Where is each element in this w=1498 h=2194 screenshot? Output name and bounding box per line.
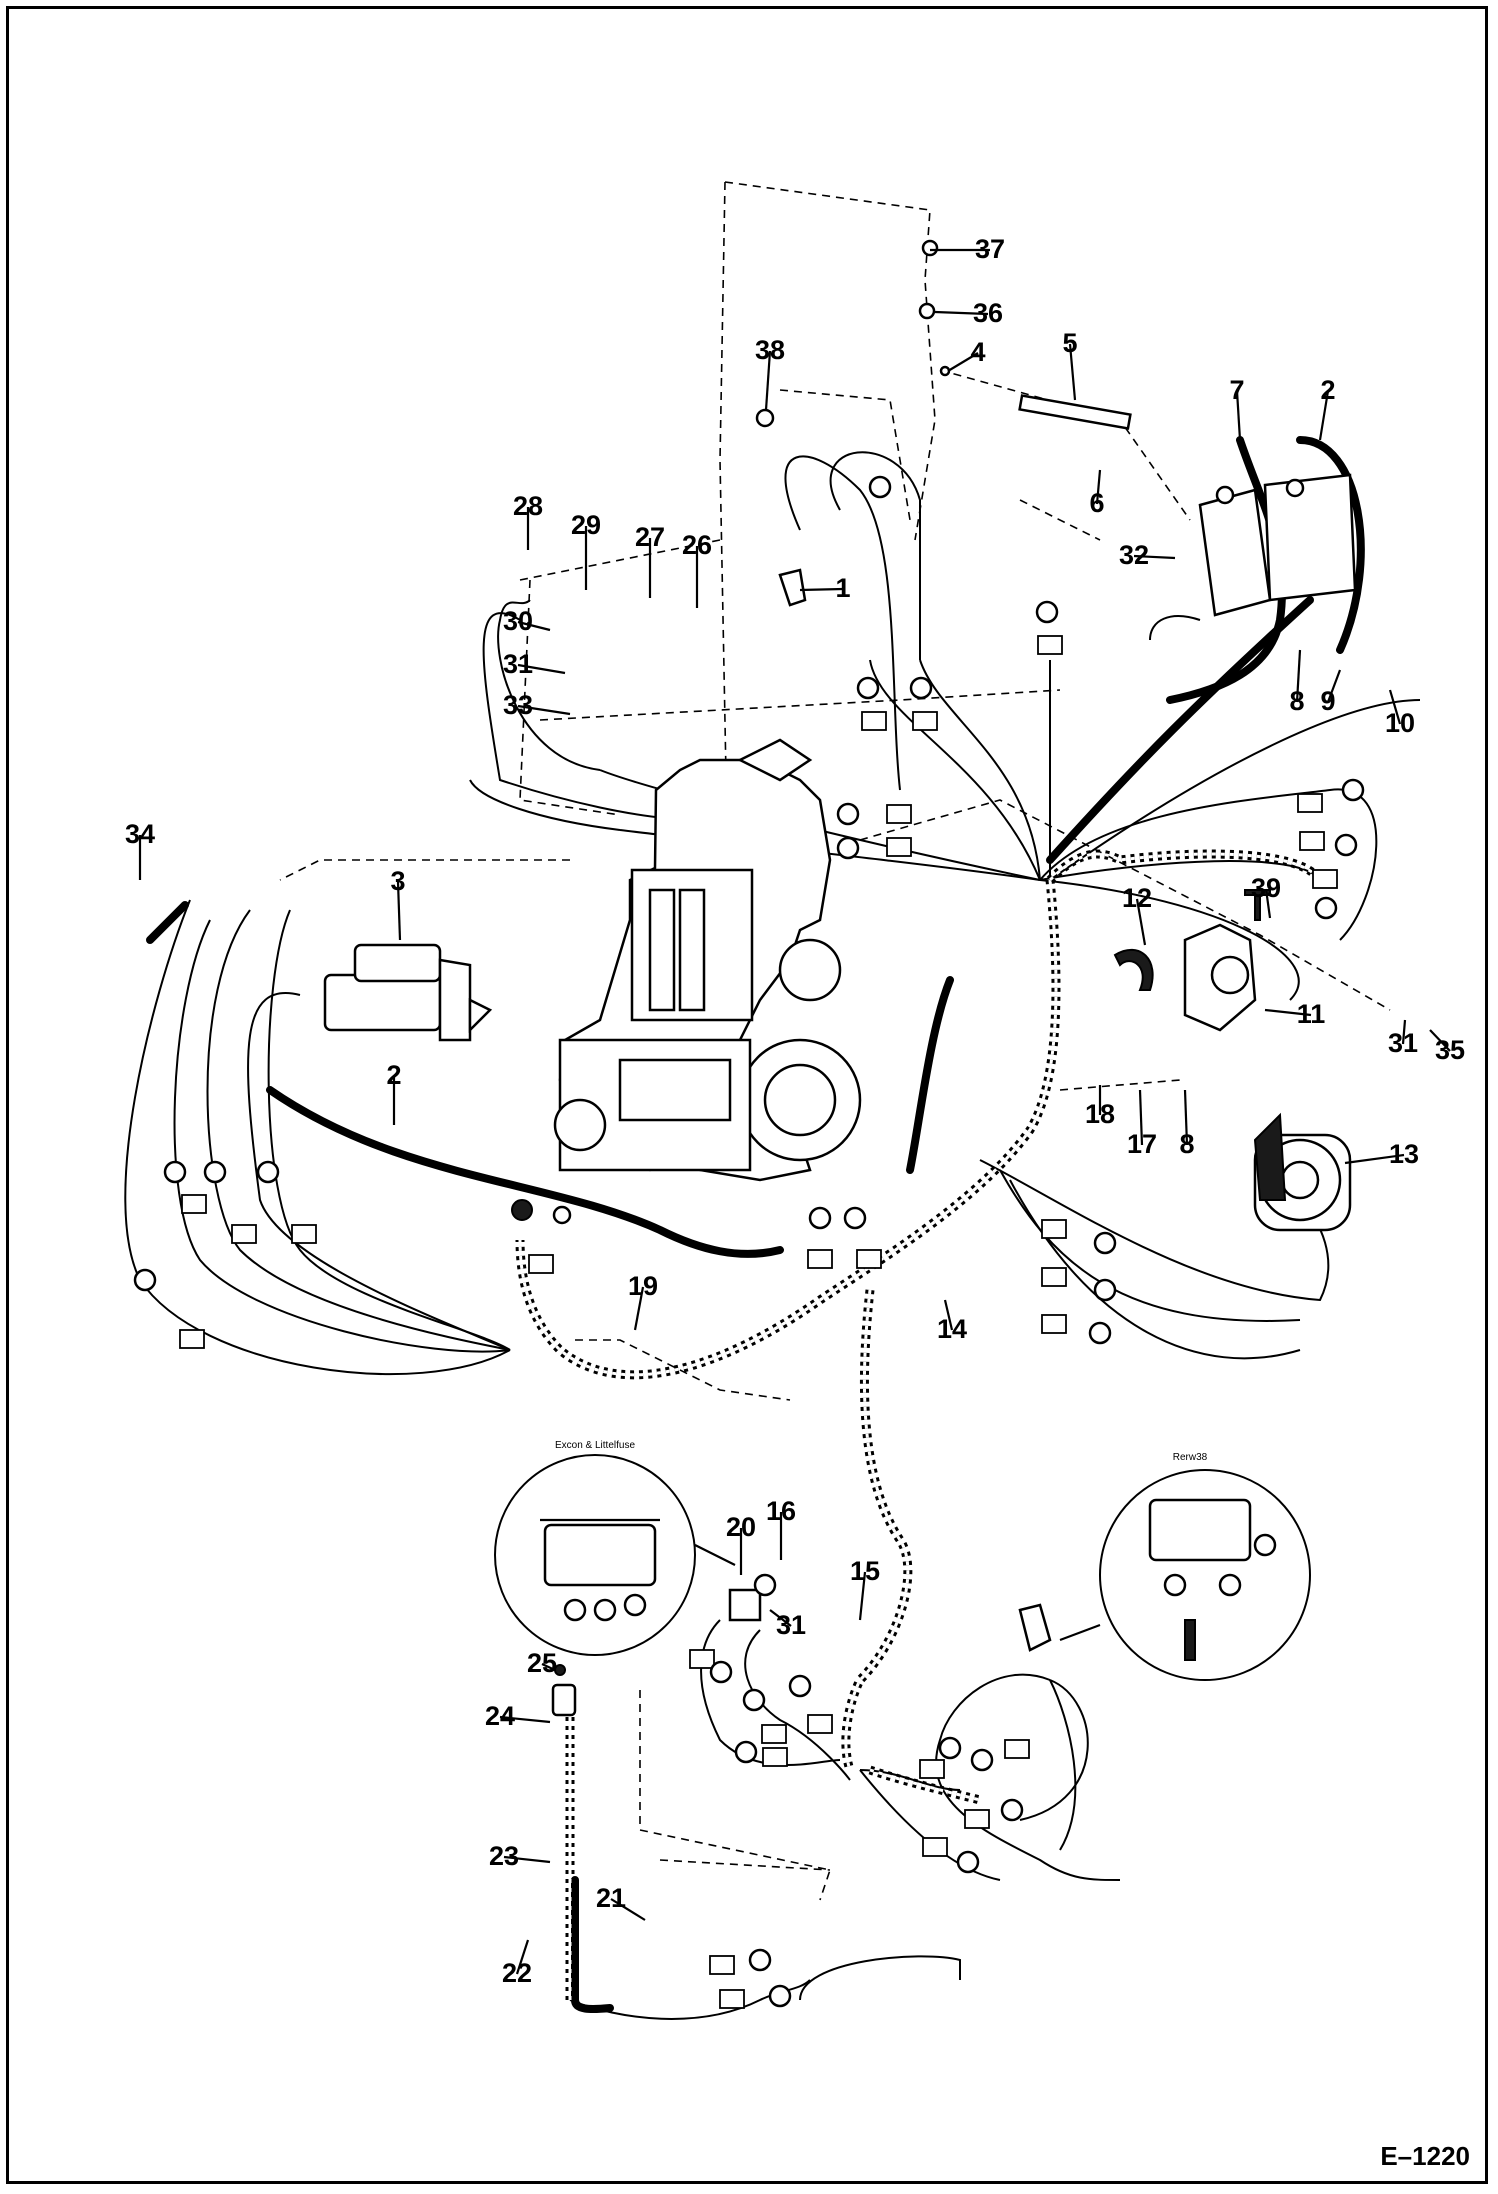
callout-15: 15 [850, 1556, 880, 1586]
harnesses [515, 849, 1324, 2000]
callout-11: 11 [1297, 999, 1326, 1029]
callout-leader [610, 1898, 646, 1921]
callout-leader [633, 1286, 645, 1331]
callout-26: 26 [682, 530, 712, 560]
callout-leader [1295, 649, 1302, 703]
dashed-routing-lines [279, 181, 1391, 1901]
callout-16: 16 [766, 1496, 796, 1526]
callout-30: 30 [503, 606, 533, 636]
inset-right-title: Rerw38 [1173, 1452, 1208, 1463]
inset-right: Rerw38 [1059, 1452, 1311, 1681]
callout-2: 2 [1320, 375, 1335, 405]
callout-leader [1135, 898, 1147, 946]
callout-leader [1429, 1029, 1451, 1052]
starter-motor [323, 943, 493, 1042]
figure-id: E–1220 [1380, 2141, 1470, 2171]
callout-1: 1 [835, 573, 850, 603]
callout-leader [517, 620, 551, 632]
callout-24: 24 [485, 1701, 515, 1731]
callout-leader [1133, 554, 1176, 560]
callout-29: 29 [571, 510, 601, 540]
callout-leader [799, 587, 844, 592]
callout-27: 27 [635, 522, 665, 552]
callout-38: 38 [755, 335, 785, 365]
callout-20: 20 [726, 1512, 756, 1542]
callout-34: 34 [125, 819, 155, 849]
callout-25: 25 [527, 1648, 557, 1678]
callout-leader [769, 1609, 792, 1627]
callout-12: 12 [1122, 883, 1152, 913]
callout-leader [1264, 1008, 1312, 1017]
fuel-solenoid [1113, 889, 1271, 1032]
alternator [1253, 1112, 1352, 1232]
callout-leader [396, 881, 402, 941]
callout-leader [541, 1663, 556, 1671]
callout-leader [1183, 1089, 1189, 1146]
callout-leader [947, 352, 979, 372]
inset-left-title: Excon & Littelfuse [555, 1440, 635, 1451]
small-parts [511, 239, 1132, 1717]
wire-labels [133, 475, 1365, 2009]
callout-33: 33 [503, 690, 533, 720]
callout-9: 9 [1320, 686, 1335, 716]
callout-leader [858, 1571, 867, 1621]
callout-leader [1068, 343, 1077, 401]
callout-22: 22 [502, 1958, 532, 1988]
callout-leader [1138, 1089, 1144, 1146]
callout-4: 4 [970, 337, 985, 367]
callout-leader [1235, 390, 1242, 441]
callout-leader [499, 1715, 551, 1724]
callout-19: 19 [628, 1271, 658, 1301]
callout-leader [1344, 1153, 1405, 1165]
callout-leader [1401, 1019, 1407, 1045]
callout-37: 37 [975, 234, 1005, 264]
callout-31: 31 [776, 1610, 806, 1640]
wires [124, 451, 1421, 2020]
battery [1198, 473, 1357, 617]
heavy-cables [146, 436, 1365, 2013]
callout-6: 6 [1089, 488, 1104, 518]
callout-leader [517, 704, 571, 716]
callout-17: 17 [1127, 1129, 1157, 1159]
callout-23: 23 [489, 1841, 519, 1871]
callout-leader [943, 1299, 954, 1331]
callout-32: 32 [1119, 540, 1149, 570]
callout-28: 28 [513, 491, 543, 521]
callout-18: 18 [1085, 1099, 1115, 1129]
callout-2: 2 [386, 1060, 401, 1090]
callout-leader [1095, 469, 1102, 505]
callout-leader [517, 663, 566, 675]
callout-13: 13 [1389, 1139, 1419, 1169]
callout-8: 8 [1179, 1129, 1194, 1159]
callout-leader [764, 350, 772, 411]
callout-8: 8 [1289, 686, 1304, 716]
callout-3: 3 [390, 866, 405, 896]
callout-21: 21 [596, 1883, 626, 1913]
callout-10: 10 [1385, 708, 1415, 738]
callout-leader [1388, 689, 1402, 725]
callout-7: 7 [1229, 375, 1244, 405]
callout-35: 35 [1435, 1035, 1465, 1065]
engine-assembly [553, 738, 862, 1182]
callout-leader [515, 1939, 530, 1975]
callout-5: 5 [1062, 328, 1077, 358]
inset-left: Excon & Littelfuse [494, 1440, 736, 1656]
callout-31: 31 [503, 649, 533, 679]
callout-14: 14 [937, 1314, 967, 1344]
callout-39: 39 [1251, 873, 1281, 903]
callout-leader [1326, 669, 1342, 703]
callout-leader [934, 310, 989, 316]
callout-31: 31 [1388, 1028, 1418, 1058]
callout-leader [1318, 390, 1330, 441]
callout-36: 36 [973, 298, 1003, 328]
callout-leader [1264, 888, 1272, 919]
callout-leader [503, 1855, 551, 1864]
